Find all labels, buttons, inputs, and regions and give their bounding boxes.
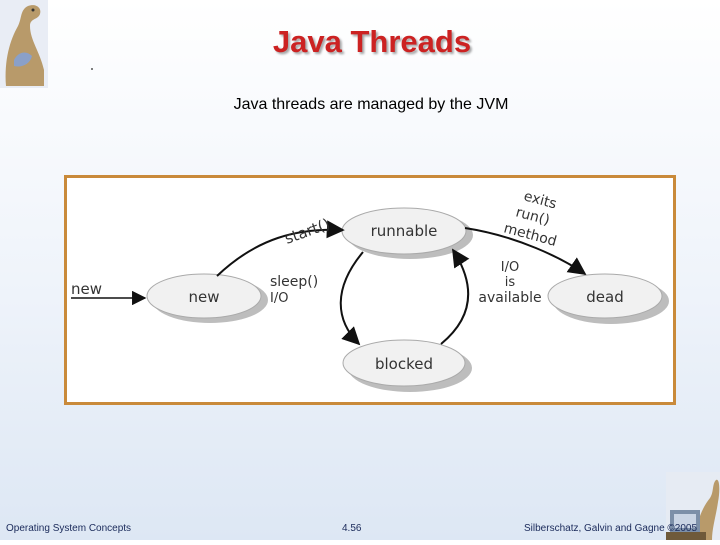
state-blocked-label: blocked (375, 355, 433, 373)
footer-copyright: Silberschatz, Galvin and Gagne ©2005 (524, 523, 698, 534)
arrow-start (216, 220, 345, 277)
dinosaur-logo-bottom-right (666, 472, 720, 540)
label-available-is: is (505, 275, 516, 290)
label-start: start() (282, 215, 332, 248)
slide-title: Java Threads (272, 24, 472, 59)
state-blocked: blocked (342, 339, 472, 392)
arrow-exit (464, 227, 587, 276)
footer-page-number: 4.56 (342, 523, 362, 534)
state-dead: dead (547, 273, 669, 324)
arrow-sleep (339, 251, 364, 346)
entry-new-label: new (71, 280, 102, 298)
state-runnable-label: runnable (371, 222, 438, 240)
footer-course: Operating System Concepts (6, 523, 132, 534)
state-dead-label: dead (586, 288, 623, 306)
label-available-io: I/O (501, 260, 519, 275)
arrow-available (440, 248, 470, 345)
state-runnable: runnable (341, 207, 473, 259)
thread-state-diagram: new runnable blocked dead new start() sl… (64, 175, 676, 405)
dinosaur-logo-top-left (0, 0, 48, 88)
slide-subtitle: Java threads are managed by the JVM (233, 96, 509, 113)
state-new: new (146, 273, 268, 323)
label-available-available: available (478, 290, 541, 306)
state-new-label: new (188, 288, 219, 306)
label-sleep: sleep() (270, 274, 318, 290)
decorative-dot (91, 68, 93, 70)
label-sleep-io: I/O (270, 291, 288, 306)
